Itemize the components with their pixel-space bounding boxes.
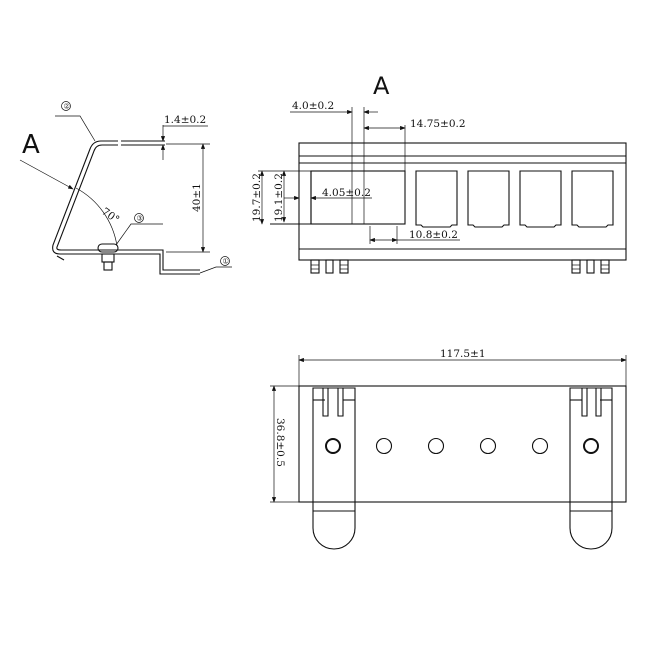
slot-4 [519,170,562,228]
hole [427,437,445,455]
callout-1: ① [223,258,229,266]
hole [479,437,497,455]
callout-3: ③ [137,215,143,223]
callout-1-circle [220,256,230,266]
view-arrow [19,159,74,190]
bottom-view: 117.5±1 36.8±0.5 [270,348,627,550]
slot-width-dim-text: 10.8±0.2 [409,229,458,241]
slot-5 [571,170,614,228]
view-label-a-front: A [373,72,390,100]
length-dim-text: 117.5±1 [440,348,486,360]
pitch-dim-text: 14.75±0.2 [410,118,466,130]
slots [415,170,614,228]
thickness-dim-text: 1.4±0.2 [164,114,206,126]
hook-tip [56,255,65,261]
bottom-body [298,385,627,503]
callout-2-circle [61,101,71,111]
callout-3-circle [134,213,144,223]
slot-gap-dim-text: 4.0±0.2 [292,100,334,112]
bracket-profile-inner [56,144,200,271]
rivet-body [101,253,115,263]
rivet-shaft [103,261,113,271]
height-inner-dim-text: 19.1±0.2 [273,173,285,222]
width-dim-text: 36.8±0.5 [274,418,286,467]
height-dim-text: 40±1 [191,183,203,212]
mount-hole [325,438,341,454]
hole [375,437,393,455]
bracket-profile-outer [52,140,200,275]
edge-dim-text: 4.05±0.2 [322,187,371,199]
callout-2: ② [64,103,70,111]
angle-arc [75,187,118,247]
height-outer-dim-text: 19.7±0.2 [251,173,263,222]
side-view: 40±1 1.4±0.2 70° A ② ③ ① [19,101,232,275]
feet [310,259,610,274]
holes [325,437,599,455]
front-view: A 4.0±0.2 14.75±0.2 [251,72,627,274]
clip-right [569,387,613,550]
angle-text: 70° [99,206,121,227]
front-body [298,142,627,261]
slot-2 [415,170,458,228]
view-label-a: A [22,130,40,160]
hole [531,437,549,455]
rivet-head [97,243,119,253]
slot-3 [467,170,510,228]
mount-hole [583,438,599,454]
clip-left [312,387,356,550]
